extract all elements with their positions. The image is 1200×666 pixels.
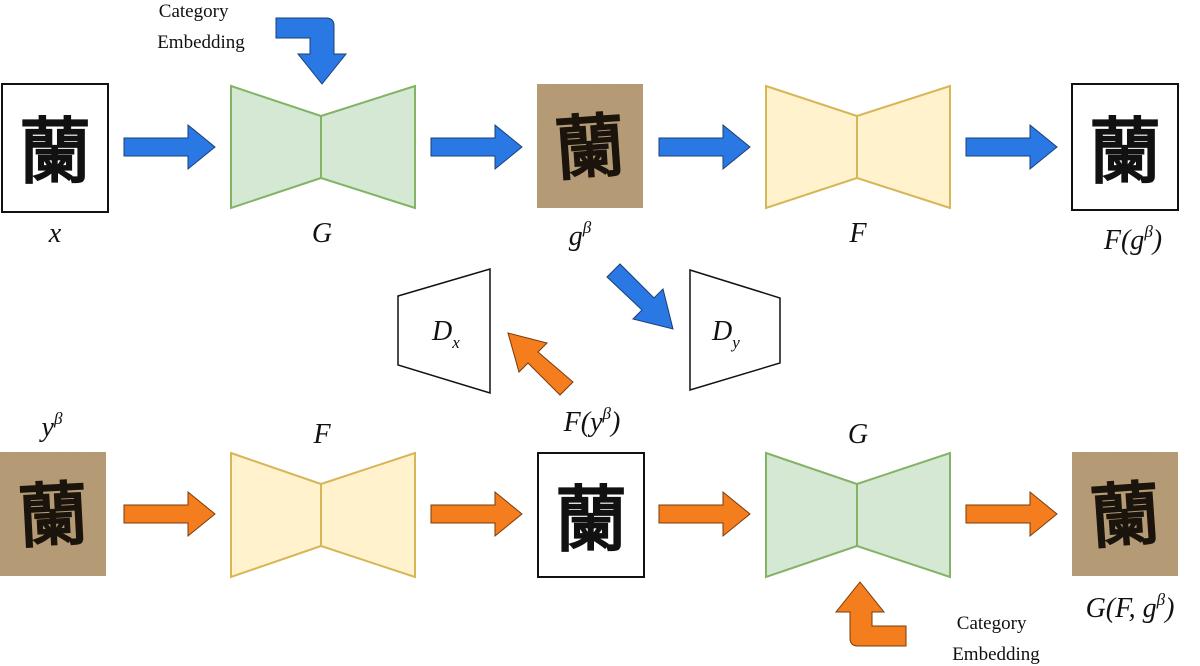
category-embedding-bottom-arrow [834, 581, 907, 647]
output-f-y-beta-label: F(yβ) [563, 404, 621, 438]
category-embedding-top-label: Category Embedding [157, 1, 245, 53]
svg-text:蘭: 蘭 [1089, 110, 1161, 194]
top-arrow-3 [658, 123, 751, 171]
arrow-to-dy [606, 263, 674, 330]
output-g-beta-image: 蘭 [537, 84, 643, 208]
generator-f-top-label: F [848, 218, 867, 249]
bottom-arrow-3 [658, 490, 751, 538]
top-arrow-1 [123, 123, 216, 171]
discriminator-dx [397, 267, 491, 395]
recon-g-f-g-beta-image: 蘭 [1072, 452, 1178, 576]
recon-f-g-beta-label: F(gβ) [1103, 222, 1162, 256]
generator-f-bottom [230, 451, 416, 579]
svg-text:蘭: 蘭 [552, 105, 628, 192]
svg-text:蘭: 蘭 [555, 478, 627, 562]
discriminator-dy-label: Dy [711, 316, 740, 352]
input-y-beta-label: yβ [39, 409, 63, 443]
bottom-arrow-4 [965, 490, 1058, 538]
svg-text:蘭: 蘭 [16, 473, 90, 559]
generator-f-top [765, 84, 951, 210]
recon-f-g-beta-image: 蘭 [1071, 83, 1179, 211]
bottom-arrow-2 [430, 490, 523, 538]
generator-g-bottom-label: G [848, 419, 868, 450]
category-embedding-top-arrow [275, 17, 348, 85]
generator-f-bottom-label: F [312, 419, 331, 450]
input-x-label: x [48, 218, 62, 249]
category-embedding-bottom-label: Category Embedding [952, 613, 1040, 665]
top-arrow-2 [430, 123, 523, 171]
top-arrow-4 [965, 123, 1058, 171]
svg-text:蘭: 蘭 [19, 110, 91, 194]
output-f-y-beta-image: 蘭 [537, 452, 645, 578]
arrow-to-dx [507, 332, 574, 396]
generator-g-bottom [765, 451, 951, 579]
output-g-beta-label: gβ [569, 218, 592, 252]
recon-g-f-g-beta-label: G(F, gβ) [1086, 590, 1175, 624]
discriminator-dx-label: Dx [431, 316, 460, 352]
input-y-beta-image: 蘭 [0, 452, 106, 576]
svg-text:蘭: 蘭 [1087, 473, 1163, 560]
discriminator-dy [689, 268, 781, 392]
generator-g-top-label: G [312, 218, 332, 249]
generator-g-top [230, 84, 416, 210]
input-x-image: 蘭 [1, 83, 109, 213]
bottom-arrow-1 [123, 490, 216, 538]
